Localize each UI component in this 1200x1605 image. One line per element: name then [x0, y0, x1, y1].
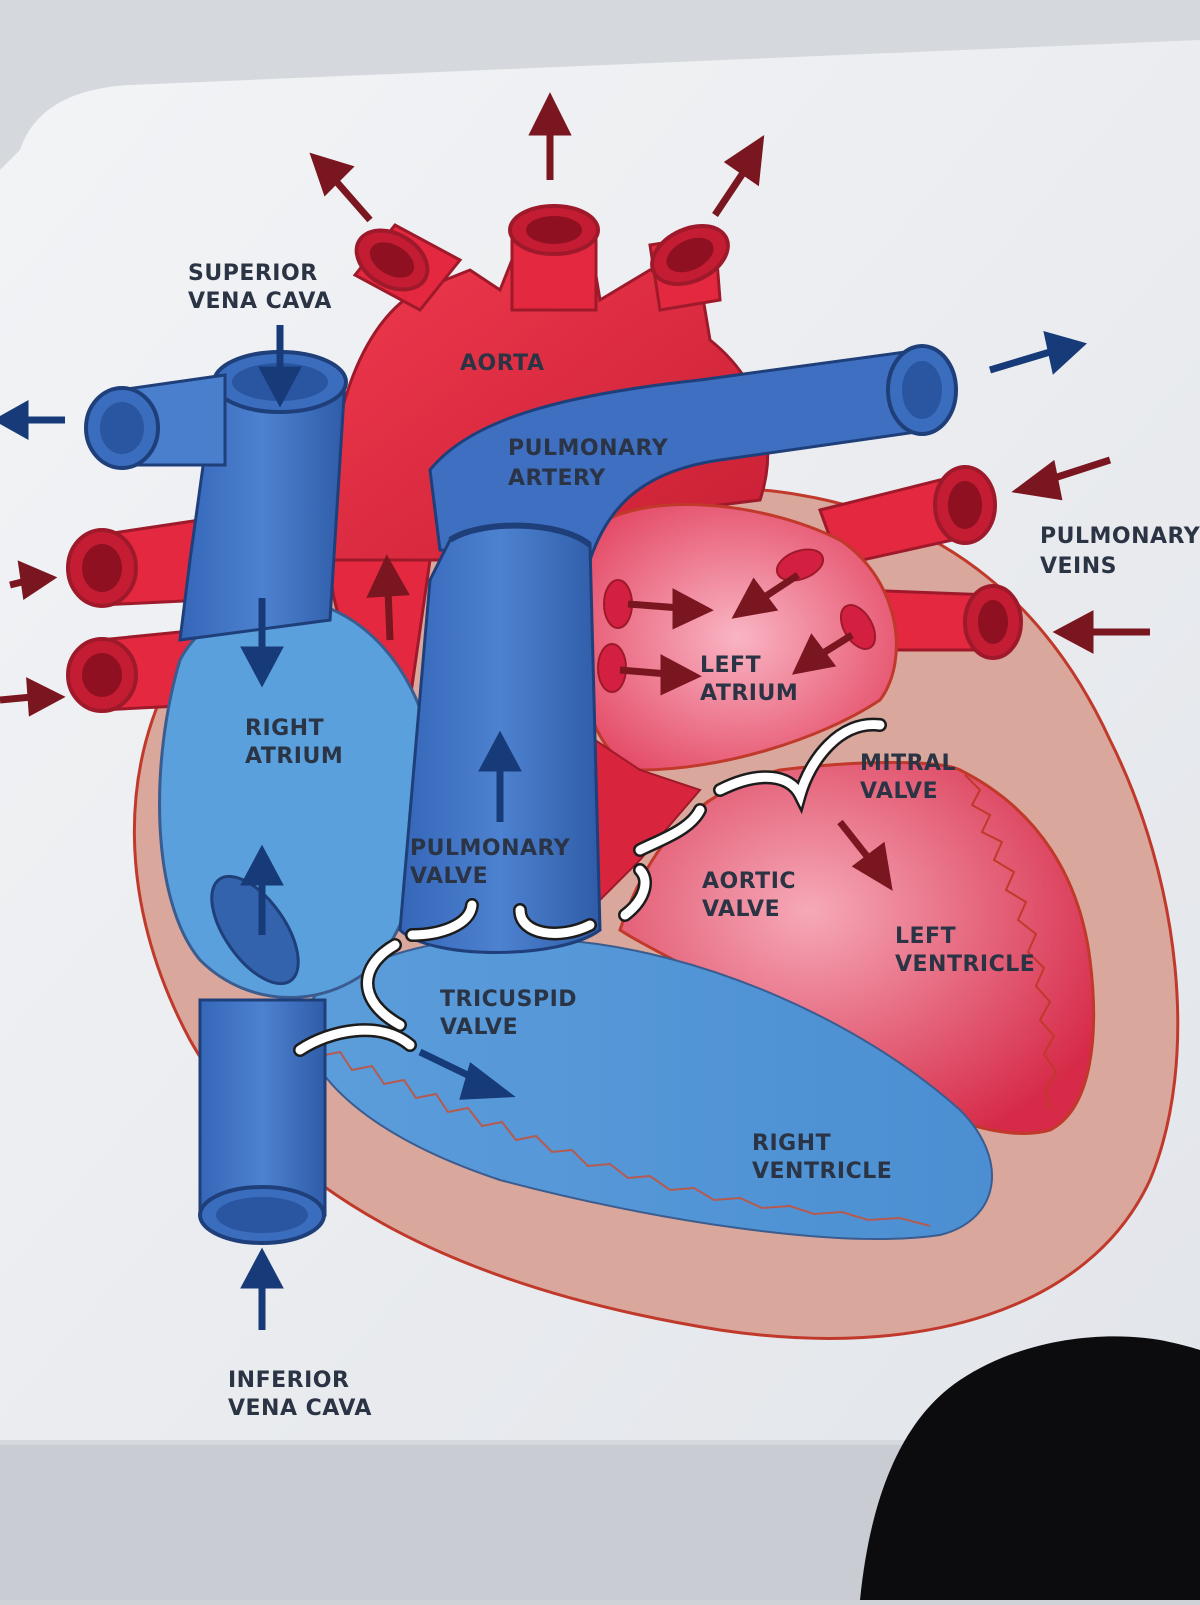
- mitral-valve-leaflet: [715, 720, 885, 808]
- label-line: VENTRICLE: [895, 952, 1035, 977]
- pulmonary-trunk-collar: [448, 522, 592, 548]
- pulmonary-vein-upper: [818, 465, 997, 567]
- label-line: RIGHT: [245, 716, 324, 741]
- label-line: VALVE: [440, 1015, 518, 1040]
- arrow-la-in-2: [619, 666, 669, 678]
- label-line: ARTERY: [508, 466, 606, 491]
- aorta-branch-right: [648, 223, 730, 312]
- right-atrium: [158, 598, 435, 999]
- tricuspid-valve-leaflet-2: [295, 1025, 415, 1055]
- arrow-aorta-right: [712, 168, 748, 217]
- arrow-pv-upper-in: [1046, 456, 1112, 484]
- rv-trabeculae: [304, 1039, 931, 1227]
- label-pulmonary-artery: PULMONARY ARTERY: [508, 436, 669, 491]
- label-line: VENTRICLE: [752, 1159, 892, 1184]
- pulmonary-vein-lower: [858, 584, 1023, 660]
- label-pulmonary-valve: PULMONARY VALVE: [410, 836, 571, 889]
- label-mitral-valve: MITRAL VALVE: [860, 751, 956, 804]
- label-line: PULMONARY: [410, 836, 571, 861]
- pulmonary-artery-right-end: [886, 344, 958, 436]
- label-line: ATRIUM: [245, 744, 343, 769]
- viewer-head-silhouette: [860, 1336, 1200, 1600]
- vein-opening-3: [775, 548, 825, 582]
- arrow-aorta-left-head: [309, 152, 355, 197]
- aorta-branch-left: [352, 223, 463, 312]
- pulmonary-artery-left-branch: [84, 373, 227, 470]
- vein-opening-1: [603, 579, 633, 629]
- arrow-aorta-up-inner: [384, 589, 394, 641]
- label-aortic-valve: AORTIC VALVE: [702, 869, 796, 922]
- aortic-valve-leaflet-1: [635, 805, 705, 855]
- label-line: MITRAL: [860, 751, 956, 776]
- flow-arrows: [0, 92, 1150, 1330]
- label-line: VALVE: [860, 779, 938, 804]
- label-line: PULMONARY: [508, 436, 669, 461]
- label-pulmonary-veins: PULMONARY VEINS: [1040, 524, 1200, 579]
- pulmonary-valve-leaflet-1: [407, 900, 477, 940]
- arrow-aorta-right-head: [723, 134, 765, 187]
- pulmonary-valve-leaflet-2: [515, 905, 595, 938]
- label-superior-vena-cava: SUPERIOR VENA CAVA: [188, 261, 332, 314]
- label-line: VENA CAVA: [228, 1396, 372, 1421]
- valve-leaflets: [295, 720, 885, 1055]
- arrow-left-pv-lower: [0, 693, 33, 704]
- label-right-atrium: RIGHT ATRIUM: [245, 716, 343, 769]
- label-line: LEFT: [895, 924, 956, 949]
- arrow-pa-right-out: [988, 348, 1052, 374]
- label-line: VALVE: [410, 864, 488, 889]
- pulmonary-vein-left-upper: [66, 518, 207, 608]
- label-line: SUPERIOR: [188, 261, 318, 286]
- arrow-aorta-left: [332, 177, 373, 223]
- inferior-vena-cava: [198, 998, 327, 1245]
- label-line: AORTIC: [702, 869, 796, 894]
- label-line: ATRIUM: [700, 681, 798, 706]
- label-line: VENA CAVA: [188, 289, 332, 314]
- pulmonary-artery: [428, 348, 932, 562]
- label-line: RIGHT: [752, 1131, 831, 1156]
- label-line: INFERIOR: [228, 1368, 349, 1393]
- tricuspid-valve-leaflet-1: [363, 940, 405, 1030]
- label-left-ventricle: LEFT VENTRICLE: [895, 924, 1035, 977]
- arrow-la-in-1: [627, 600, 681, 612]
- lv-trabeculae: [964, 774, 1058, 1111]
- label-line: AORTA: [460, 351, 545, 376]
- label-line: VALVE: [702, 897, 780, 922]
- label-aorta: AORTA: [460, 351, 545, 376]
- arrow-aorta-up-head: [528, 92, 572, 136]
- label-left-atrium: LEFT ATRIUM: [700, 653, 798, 706]
- label-line: PULMONARY: [1040, 524, 1200, 549]
- arrow-lv-in: [837, 819, 873, 863]
- arrow-la-in-4: [818, 632, 854, 658]
- label-right-ventricle: RIGHT VENTRICLE: [752, 1131, 892, 1184]
- label-line: TRICUSPID: [440, 987, 577, 1012]
- label-line: LEFT: [700, 653, 761, 678]
- label-line: VEINS: [1040, 554, 1117, 579]
- aortic-valve-leaflet-2: [620, 865, 650, 920]
- coronary-sinus-opening: [210, 874, 300, 986]
- label-tricuspid-valve: TRICUSPID VALVE: [440, 987, 577, 1040]
- aorta-branch-middle: [508, 204, 600, 312]
- label-inferior-vena-cava: INFERIOR VENA CAVA: [228, 1368, 372, 1421]
